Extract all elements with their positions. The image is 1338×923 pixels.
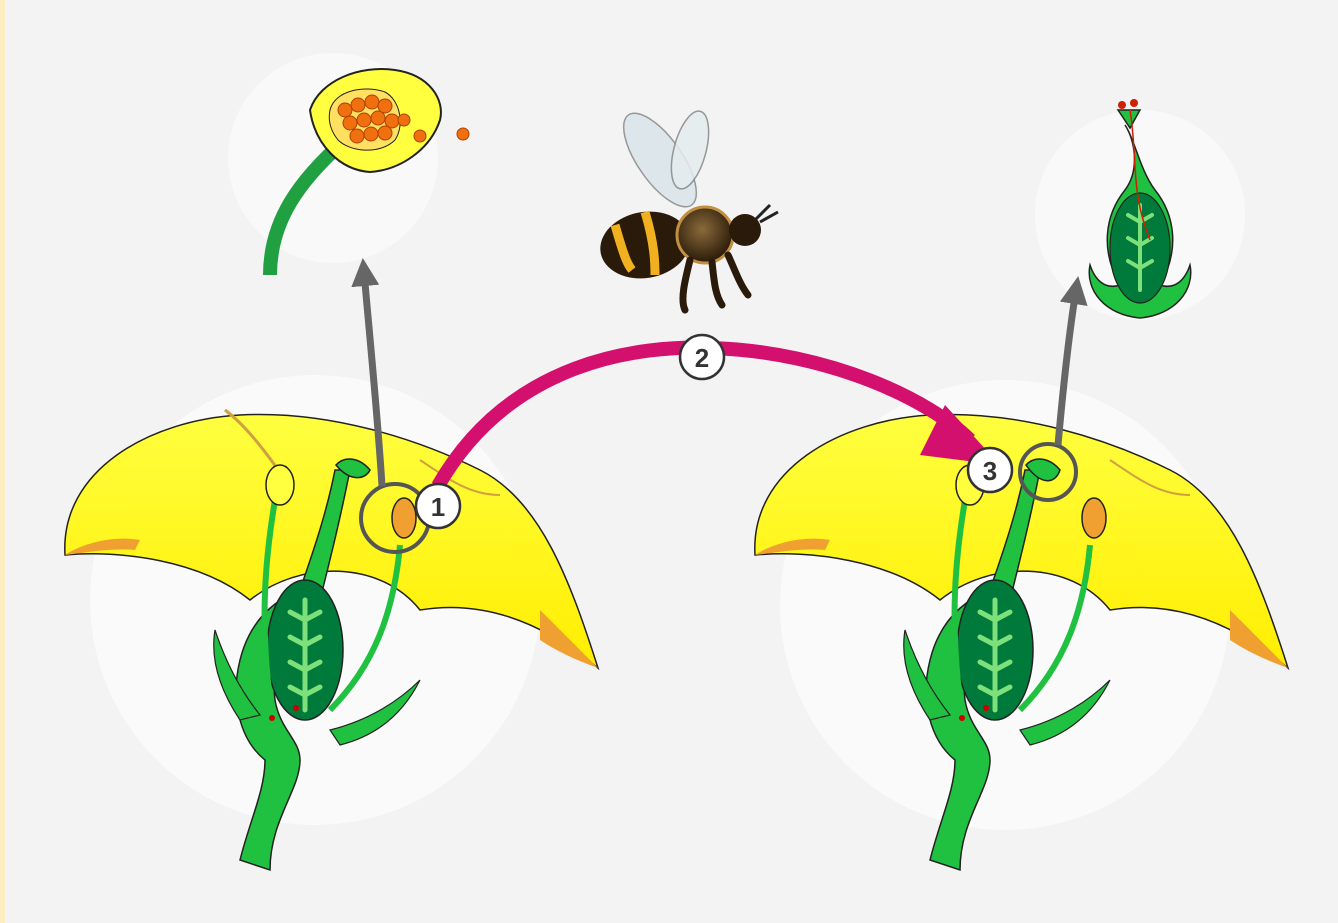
step-badge-3: 3 <box>968 448 1012 492</box>
step-badge-2-label: 2 <box>695 343 709 373</box>
bee-icon <box>595 102 778 310</box>
step-badge-1-label: 1 <box>431 492 445 522</box>
step-badge-1: 1 <box>416 484 460 528</box>
step-badge-3-label: 3 <box>983 456 997 486</box>
step-badge-2: 2 <box>680 335 724 379</box>
